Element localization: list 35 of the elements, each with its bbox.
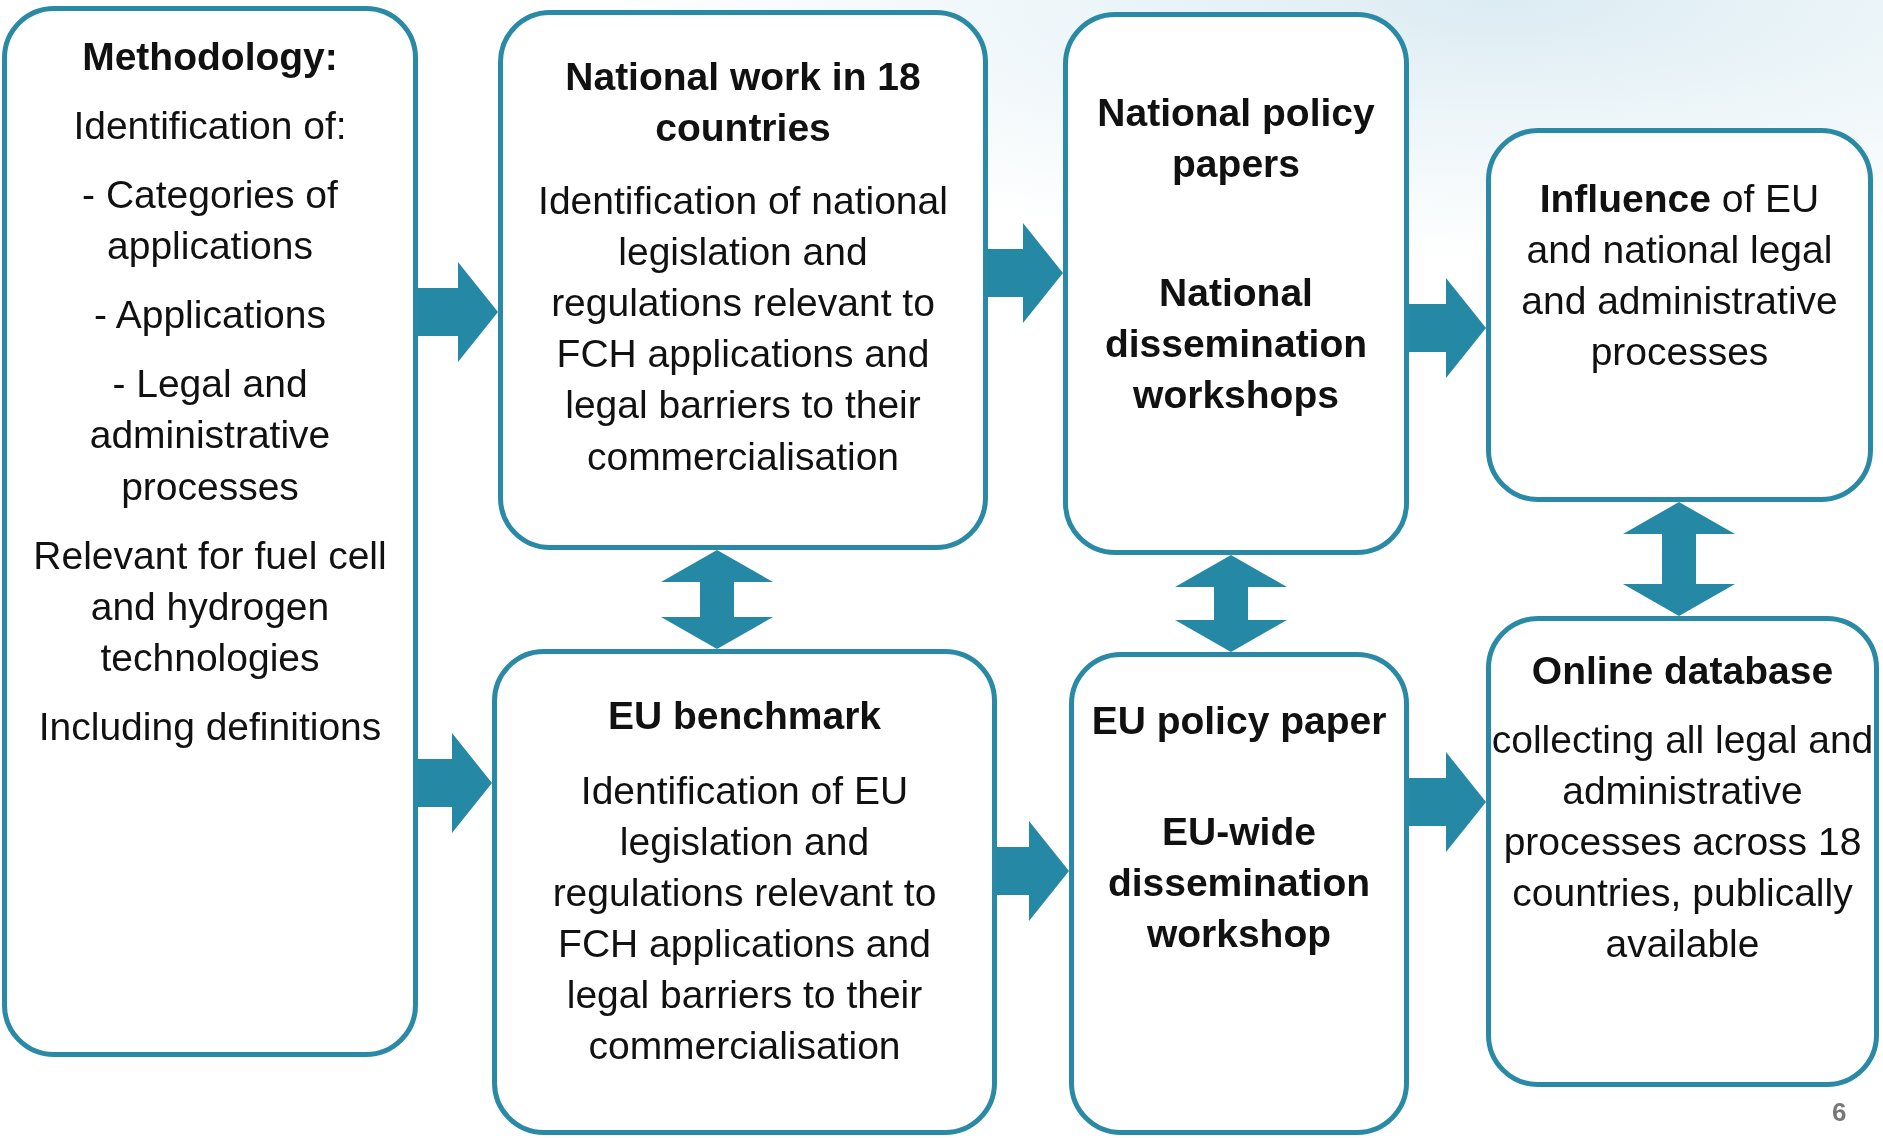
process-box <box>1063 12 1409 555</box>
process-box <box>1069 652 1409 1135</box>
box-heading: EU-wide dissemination workshop <box>1106 809 1372 958</box>
box-text: Identification of EU legislation and regulations relevant to FCH applications and legal barriers to their commercialisation <box>551 768 938 1070</box>
box-text: collecting all legal and administrative processes across 18 countries, publically available <box>1491 717 1874 968</box>
box-heading: Methodology: <box>82 34 338 80</box>
box-heading: EU policy paper <box>1091 698 1387 744</box>
box-text: - Legal and administrative processes <box>88 361 332 510</box>
box-heading: National work in 18 countries <box>564 54 922 152</box>
block-arrow <box>1623 502 1735 616</box>
process-box <box>2 6 418 1057</box>
box-heading: Online database <box>1531 648 1834 694</box>
box-text: Identification of national legislation and regulations relevant to FCH applications and legal barriers to their commercialisation <box>537 178 949 480</box>
box-text: Including definitions <box>38 703 382 750</box>
page-number: 6 <box>1832 1097 1847 1128</box>
box-text: - Categories of applications <box>81 172 339 270</box>
block-arrow <box>1409 752 1486 852</box>
box-text: Influence of EU and national legal and administrative processes <box>1520 176 1839 376</box>
block-arrow <box>1409 278 1486 378</box>
process-box <box>498 10 988 550</box>
block-arrow <box>1175 555 1287 652</box>
block-arrow <box>997 821 1069 921</box>
process-box <box>492 649 997 1135</box>
process-box <box>1486 616 1879 1087</box>
block-arrow <box>418 733 492 833</box>
box-heading: National policy papers <box>1096 90 1376 188</box>
box-heading: EU benchmark <box>607 693 882 739</box>
box-text: Relevant for fuel cell and hydrogen technologies <box>32 532 388 681</box>
block-arrow <box>661 550 773 649</box>
block-arrow <box>418 262 498 362</box>
box-text: - Applications <box>94 292 326 339</box>
block-arrow <box>988 223 1063 323</box>
box-heading: National dissemination workshops <box>1103 270 1369 419</box>
process-box <box>1486 128 1873 502</box>
box-text: Identification of: <box>73 103 347 150</box>
